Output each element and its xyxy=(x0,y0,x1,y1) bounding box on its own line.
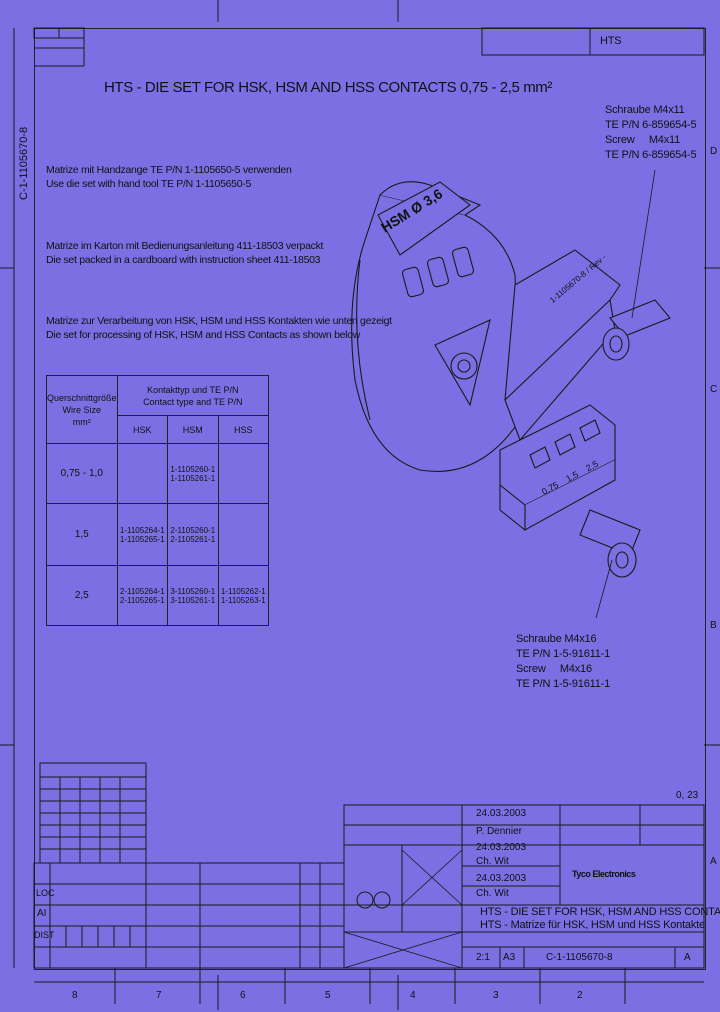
hsm-header: HSM xyxy=(167,415,219,444)
date-approved: 24.03.2003 xyxy=(476,873,527,884)
note-2-en: Die set packed in a cardboard with instr… xyxy=(46,254,321,266)
sheet-size: A3 xyxy=(503,952,516,963)
note-3-en: Die set for processing of HSK, HSM and H… xyxy=(46,329,361,341)
zone-letter-a: A xyxy=(710,856,717,867)
sheet-corner-number: 0, 23 xyxy=(676,790,699,801)
hsk-header: HSK xyxy=(116,415,169,444)
title-block-title-de: HTS - Matrize für HSK, HSM und HSS Konta… xyxy=(480,919,705,931)
company-logo: Tyco Electronics xyxy=(572,869,636,879)
zone-number-7: 7 xyxy=(156,990,162,1001)
zone-number-3: 3 xyxy=(493,990,499,1001)
zone-number-8: 8 xyxy=(72,990,78,1001)
side-drawing-number: C-1-1105670-8 xyxy=(18,126,30,200)
rev-label-loc: LOC xyxy=(36,888,55,898)
note-1: Matrize mit Handzange TE P/N 1-1105650-5… xyxy=(46,163,292,191)
upper-screw-callout: Schraube M4x11 TE P/N 6-859654-5 Screw M… xyxy=(605,104,697,161)
zone-letter-c: C xyxy=(710,384,718,395)
note-2-de: Matrize im Karton mit Bedienungsanleitun… xyxy=(46,240,324,252)
note-1-de: Matrize mit Handzange TE P/N 1-1105650-5… xyxy=(46,164,292,176)
zone-letter-d: D xyxy=(710,146,718,157)
rev-label-dist: DIST xyxy=(34,930,55,940)
zone-number-6: 6 xyxy=(240,990,246,1001)
zone-number-5: 5 xyxy=(325,990,331,1001)
header-code: HTS xyxy=(600,35,622,47)
date-drawn: 24.03.2003 xyxy=(476,808,527,819)
note-3: Matrize zur Verarbeitung von HSK, HSM un… xyxy=(46,314,392,342)
lower-screw-callout: Schraube M4x16 TE P/N 1-5-91611-1 Screw … xyxy=(516,633,611,690)
note-2: Matrize im Karton mit Bedienungsanleitun… xyxy=(46,239,323,267)
table-row: 1,5 1-1105264-1 1-1105265-1 2-1105260-1 … xyxy=(46,503,269,566)
zone-number-2: 2 xyxy=(577,990,583,1001)
title-block-drawing-number: C-1-1105670-8 xyxy=(546,952,613,963)
scale-value: 2:1 xyxy=(476,952,490,963)
date-checked: 24.03.2003 xyxy=(476,842,527,853)
note-3-de: Matrize zur Verarbeitung von HSK, HSM un… xyxy=(46,315,392,327)
wire-size-header: Querschnittgröße Wire Size mm² xyxy=(46,375,118,444)
zone-number-4: 4 xyxy=(410,990,416,1001)
name-checked: Ch. Wit xyxy=(476,856,509,867)
hss-header: HSS xyxy=(217,415,269,444)
table-row: 0,75 - 1,0 1-1105260-1 1-1105261-1 xyxy=(46,443,269,504)
contact-type-header: Kontakttyp und TE P/N Contact type and T… xyxy=(116,375,270,416)
name-drawn: P. Dennier xyxy=(476,826,522,837)
table-row: 2,5 2-1105264-1 2-1105265-1 3-1105260-1 … xyxy=(46,565,269,626)
rev-label-ai: AI xyxy=(37,908,47,919)
zone-letter-b: B xyxy=(710,620,717,631)
contact-spec-table: Querschnittgröße Wire Size mm² Kontaktty… xyxy=(46,375,270,626)
title-block-title-en: HTS - DIE SET FOR HSK, HSM AND HSS CONTA… xyxy=(480,906,720,918)
drawing-title: HTS - DIE SET FOR HSK, HSM AND HSS CONTA… xyxy=(104,79,552,96)
name-approved: Ch. Wit xyxy=(476,888,509,899)
note-1-en: Use die set with hand tool TE P/N 1-1105… xyxy=(46,178,251,190)
revision-letter: A xyxy=(684,952,691,963)
